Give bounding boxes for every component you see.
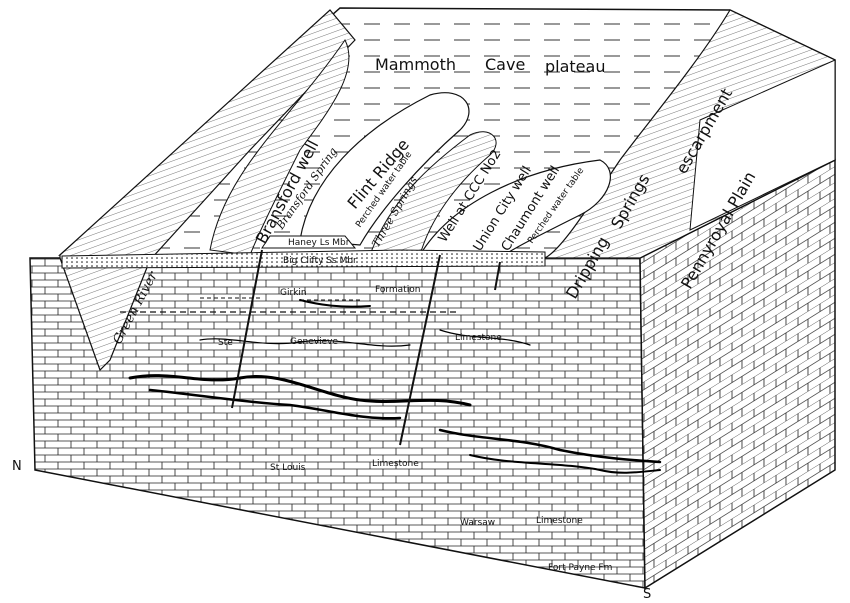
mammoth-label: Mammoth: [375, 55, 456, 74]
st-louis-label: St Louis: [270, 463, 306, 473]
genevieve-label: Genevieve: [290, 337, 338, 347]
flint-ridge: [299, 92, 470, 246]
cave-passages: [128, 299, 662, 474]
plateau-label: plateau: [545, 57, 605, 76]
haney-layer: [261, 235, 357, 249]
limestone-1-label: Limestone: [455, 333, 502, 343]
girkin-label: Girkin: [280, 288, 307, 298]
limestone-3-label: Limestone: [536, 516, 583, 526]
big-clifty-layer: [61, 249, 546, 269]
fort-payne-label: Fort Payne Fm: [548, 563, 612, 573]
south-label: S: [643, 587, 651, 602]
chaumont-ridge: [418, 159, 611, 259]
haney-label: Haney Ls Mbr: [288, 238, 350, 248]
three-springs-ridge: [369, 131, 497, 256]
warsaw-label: Warsaw: [460, 518, 495, 528]
wells: [231, 249, 501, 446]
ste-label: Ste: [218, 338, 233, 348]
cave-label: Cave: [485, 55, 525, 74]
north-label: N: [12, 459, 22, 474]
limestone-2-label: Limestone: [372, 459, 419, 469]
big-clifty-label: Big Clifty Ss Mbr: [283, 256, 357, 266]
escarpment-slope: [544, 9, 836, 259]
bransford-ridge: [209, 39, 350, 256]
pennyroyal-plain: [689, 59, 836, 231]
formation-label: Formation: [375, 285, 420, 295]
